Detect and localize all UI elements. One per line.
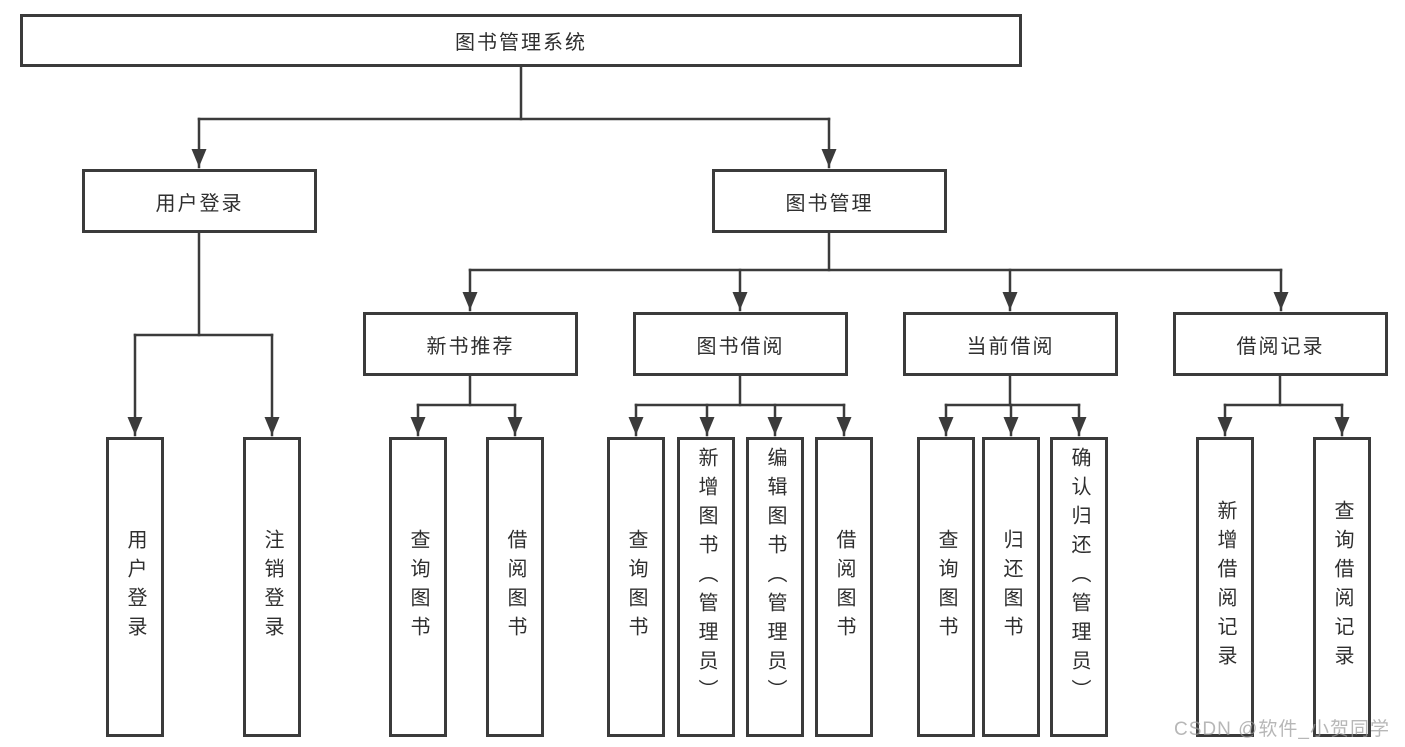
leaf-user-login: 用户登录 <box>106 437 164 737</box>
node-borrowing-records: 借阅记录 <box>1173 312 1388 376</box>
leaf-label: 查询图书 <box>935 529 957 645</box>
leaf-logout: 注销登录 <box>243 437 301 737</box>
leaf-return-books: 归还图书 <box>982 437 1040 737</box>
leaf-add-borrow-record: 新增借阅记录 <box>1196 437 1254 737</box>
leaf-query-books: 查询图书 <box>389 437 447 737</box>
node-book-borrowing: 图书借阅 <box>633 312 848 376</box>
node-label: 图书管理 <box>785 192 874 215</box>
leaf-query-books: 查询图书 <box>607 437 665 737</box>
leaf-label: 借阅图书 <box>833 529 855 645</box>
leaf-label: 注销登录 <box>261 529 283 645</box>
node-new-book-recommendation: 新书推荐 <box>363 312 578 376</box>
csdn-watermark: CSDN @软件_小贺同学 <box>1174 719 1390 740</box>
node-label: 用户登录 <box>155 192 244 215</box>
leaf-label: 用户登录 <box>124 529 146 645</box>
leaf-confirm-return-admin: 确认归还（管理员） <box>1050 437 1108 737</box>
leaf-label: 查询图书 <box>407 529 429 645</box>
leaf-edit-books-admin: 编辑图书（管理员） <box>746 437 804 737</box>
leaf-label: 新增借阅记录 <box>1214 500 1236 674</box>
node-label: 当前借阅 <box>966 335 1055 358</box>
node-label: 图书管理系统 <box>455 32 587 54</box>
node-book-management: 图书管理 <box>712 169 947 233</box>
leaf-borrow-books: 借阅图书 <box>486 437 544 737</box>
leaf-label: 新增图书（管理员） <box>695 447 717 708</box>
node-label: 图书借阅 <box>696 335 785 358</box>
leaf-query-books: 查询图书 <box>917 437 975 737</box>
leaf-label: 查询图书 <box>625 529 647 645</box>
leaf-label: 确认归还（管理员） <box>1068 447 1090 708</box>
node-library-management-system: 图书管理系统 <box>20 14 1022 67</box>
leaf-label: 查询借阅记录 <box>1331 500 1353 674</box>
leaf-label: 借阅图书 <box>504 529 526 645</box>
leaf-label: 归还图书 <box>1000 529 1022 645</box>
leaf-query-borrow-records: 查询借阅记录 <box>1313 437 1371 737</box>
node-label: 新书推荐 <box>426 335 515 358</box>
leaf-add-books-admin: 新增图书（管理员） <box>677 437 735 737</box>
node-current-borrowing: 当前借阅 <box>903 312 1118 376</box>
node-user-login: 用户登录 <box>82 169 317 233</box>
leaf-borrow-books: 借阅图书 <box>815 437 873 737</box>
node-label: 借阅记录 <box>1236 335 1325 358</box>
leaf-label: 编辑图书（管理员） <box>764 447 786 708</box>
